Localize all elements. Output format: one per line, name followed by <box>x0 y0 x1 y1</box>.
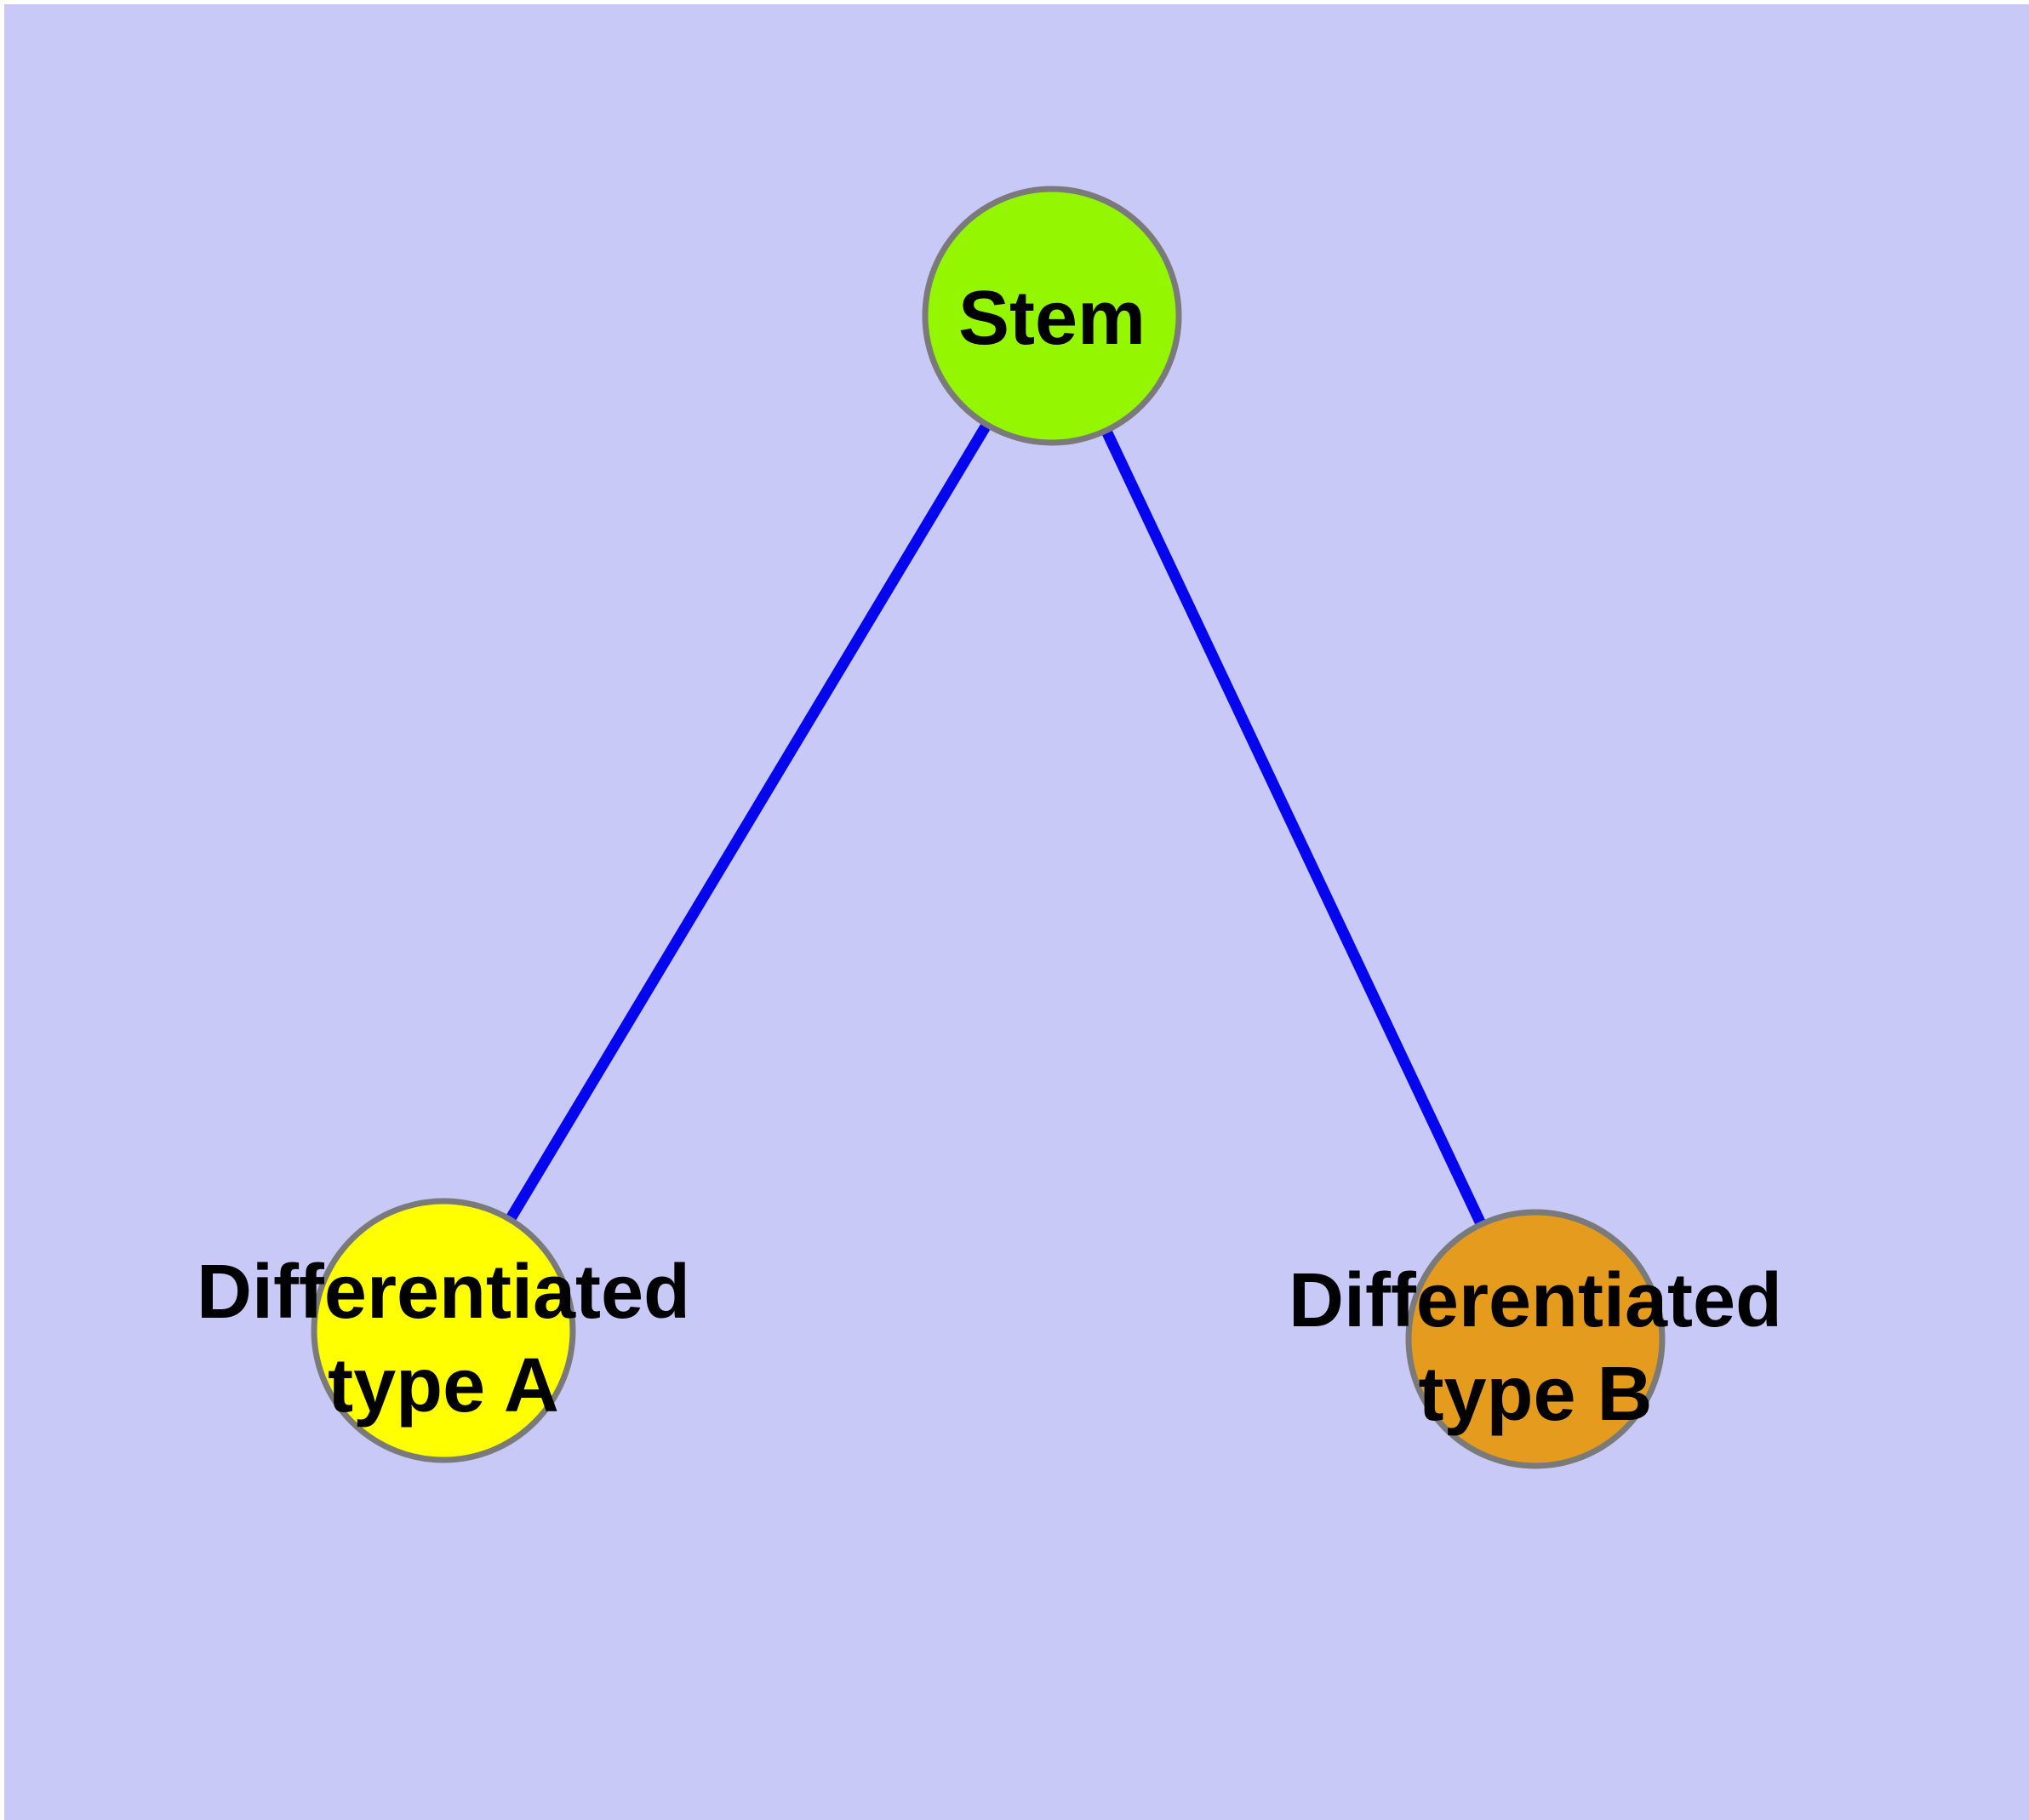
node-differentiated-type-b-circle <box>1405 1209 1666 1469</box>
node-stem-label: Stem <box>958 276 1146 361</box>
node-differentiated-type-a: Differentiated type A <box>197 1198 690 1463</box>
node-differentiated-type-a-label-line1: Differentiated <box>197 1250 690 1335</box>
node-stem-circle <box>922 186 1182 446</box>
node-differentiated-type-b-label-line1: Differentiated <box>1289 1258 1782 1343</box>
edge-stem-to-type-b <box>1047 313 1540 1342</box>
node-differentiated-type-a-circle <box>311 1198 576 1463</box>
edge-stem-to-type-a <box>438 312 1057 1334</box>
node-stem: Stem <box>922 186 1182 446</box>
node-differentiated-type-b: Differentiated type B <box>1289 1209 1782 1469</box>
node-differentiated-type-a-label-line2: type A <box>328 1343 559 1428</box>
node-differentiated-type-b-label-line2: type B <box>1418 1352 1652 1437</box>
edges-layer <box>438 312 1540 1342</box>
